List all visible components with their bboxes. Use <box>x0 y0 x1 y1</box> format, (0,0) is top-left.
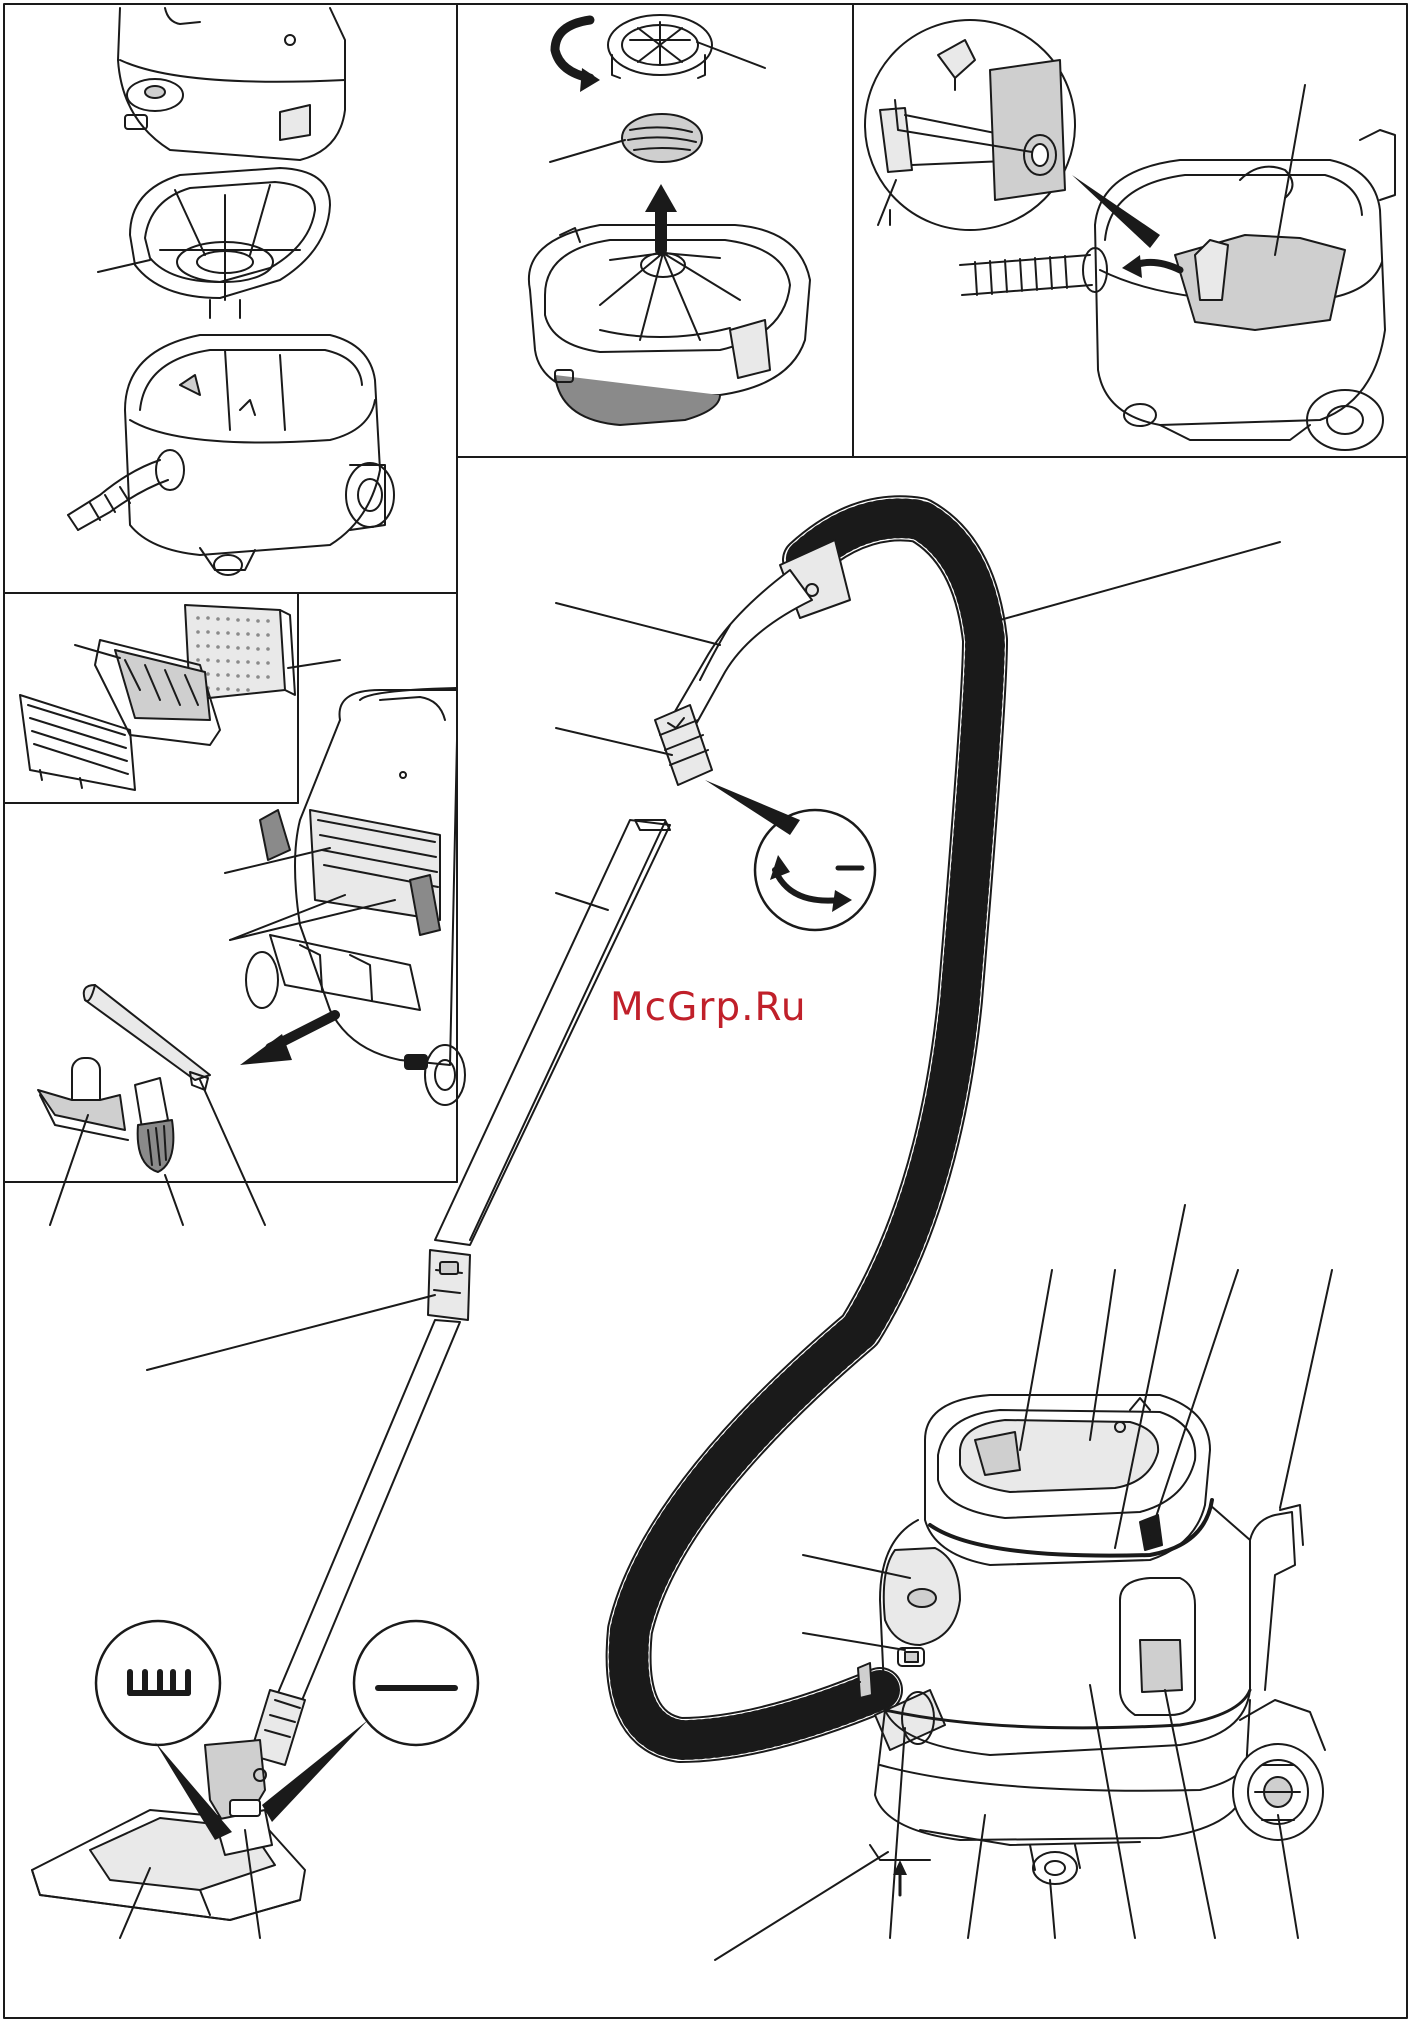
exhaust-filter-drawing <box>185 605 340 700</box>
rotate-arrow-icon <box>555 20 590 78</box>
motor-head-drawing <box>529 225 810 425</box>
floor-nozzle-drawing <box>32 1740 305 1920</box>
panel-exhaust-filter-change <box>20 605 340 790</box>
leader-line <box>1275 85 1305 255</box>
panel-motor-filter-removal <box>529 15 810 425</box>
felt-filter-drawing <box>550 114 702 162</box>
panel-vacuum-cleaner-overview <box>32 518 1332 1960</box>
vacuum-body-drawing <box>858 1395 1325 1895</box>
brush-symbol-callout <box>96 1621 232 1840</box>
bag-collar-detail <box>878 40 1065 225</box>
upholstery-nozzle-drawing <box>38 1058 128 1225</box>
tank-drawing <box>68 335 394 575</box>
dusting-brush-drawing <box>135 1078 183 1225</box>
panel-paper-bag-install <box>865 20 1395 450</box>
leader-line <box>98 260 150 272</box>
lid-drawing <box>118 8 345 160</box>
filter-basket-drawing <box>130 168 330 318</box>
panel-filter-basket-removal <box>68 8 394 575</box>
filter-grille-drawing <box>608 15 765 78</box>
panel-accessory-nozzles <box>38 688 465 1225</box>
watermark-text: McGrp.Ru <box>610 985 807 1030</box>
airflow-collar-drawing <box>655 705 875 930</box>
